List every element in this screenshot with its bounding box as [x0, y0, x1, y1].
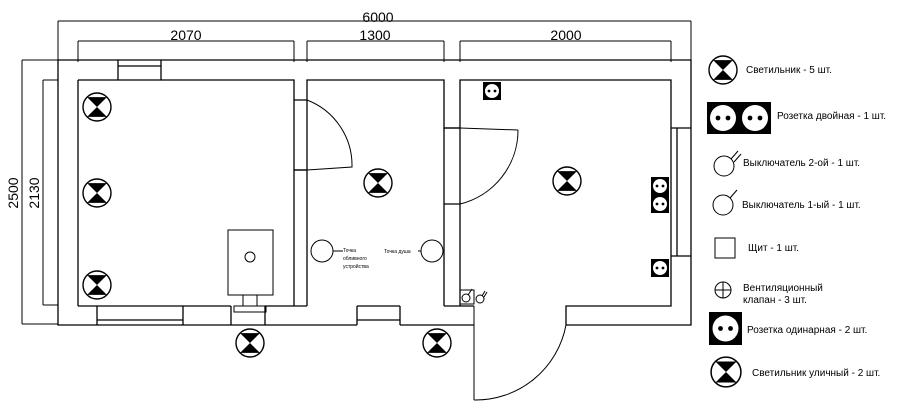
panel-icon [459, 289, 475, 305]
shower-label: Точка душа [384, 249, 411, 255]
single-socket-icon [483, 82, 501, 100]
drain-label-line1: Точка [343, 248, 356, 254]
outdoor-lamp-icon [235, 328, 265, 358]
legend-double-socket-icon [707, 102, 771, 134]
drain-label-line2: обливного [343, 256, 367, 262]
doors [306, 99, 567, 401]
lamp-icon [552, 166, 582, 196]
legend-panel-icon [714, 237, 736, 259]
single-socket-icon [651, 259, 669, 277]
shower-point: Точка душа [384, 239, 444, 263]
legend-double-socket-text: Розетка двойная - 1 шт. [777, 111, 886, 122]
dim-room3-width: 2000 [550, 27, 581, 43]
plan-lamps [82, 92, 582, 300]
partitions [274, 100, 461, 307]
legend-outdoor-lamp-text: Светильник уличный - 2 шт. [752, 368, 880, 379]
legend-outdoor-lamp-icon [710, 356, 742, 388]
dim-inner-height: 2130 [26, 177, 42, 208]
legend-switch1-text: Выключатель 1-ый - 1 шт. [742, 200, 861, 211]
outdoor-lamp-icon [422, 328, 452, 358]
dimension-lines [21, 20, 692, 325]
legend-vent-text-line1: Вентиляционный [743, 283, 823, 294]
legend-vent-text-line2: клапан - 3 шт. [743, 295, 807, 306]
lamp-icon [82, 178, 112, 208]
legend-single-socket-text: Розетка одинарная - 2 шт. [747, 325, 867, 336]
lamp-icon [82, 92, 112, 122]
legend-single-socket-icon [709, 312, 742, 345]
double-socket-icon [651, 195, 669, 213]
plan-outdoor-lamps [235, 328, 452, 358]
legend-lamp-icon [708, 55, 738, 85]
switch-1-icon [461, 293, 471, 303]
legend-vent-icon [714, 281, 732, 299]
dim-outer-height: 2500 [5, 177, 21, 208]
legend-lamp-text: Светильник - 5 шт. [746, 65, 832, 76]
legend-switch2-text: Выключатель 2-ой - 1 шт. [743, 158, 860, 169]
switch-2-icon [475, 294, 485, 304]
legend-switch2-icon [713, 150, 742, 177]
lamp-icon [363, 168, 393, 198]
legend-panel-text: Щит - 1 шт. [748, 243, 799, 254]
plan-switches [459, 288, 488, 305]
lamp-icon [82, 270, 112, 300]
dim-total-width: 6000 [362, 9, 393, 25]
legend-switch1-icon [712, 189, 738, 216]
dim-room1-width: 2070 [170, 27, 201, 43]
dim-room2-width: 1300 [359, 27, 390, 43]
legend: Светильник - 5 шт. Розетка двойная - 1 ш… [707, 55, 886, 388]
double-socket-icon [651, 177, 669, 195]
stove [227, 229, 274, 313]
drain-point: Точка обливного устройства [310, 239, 369, 270]
drain-label-line3: устройства [343, 263, 369, 270]
